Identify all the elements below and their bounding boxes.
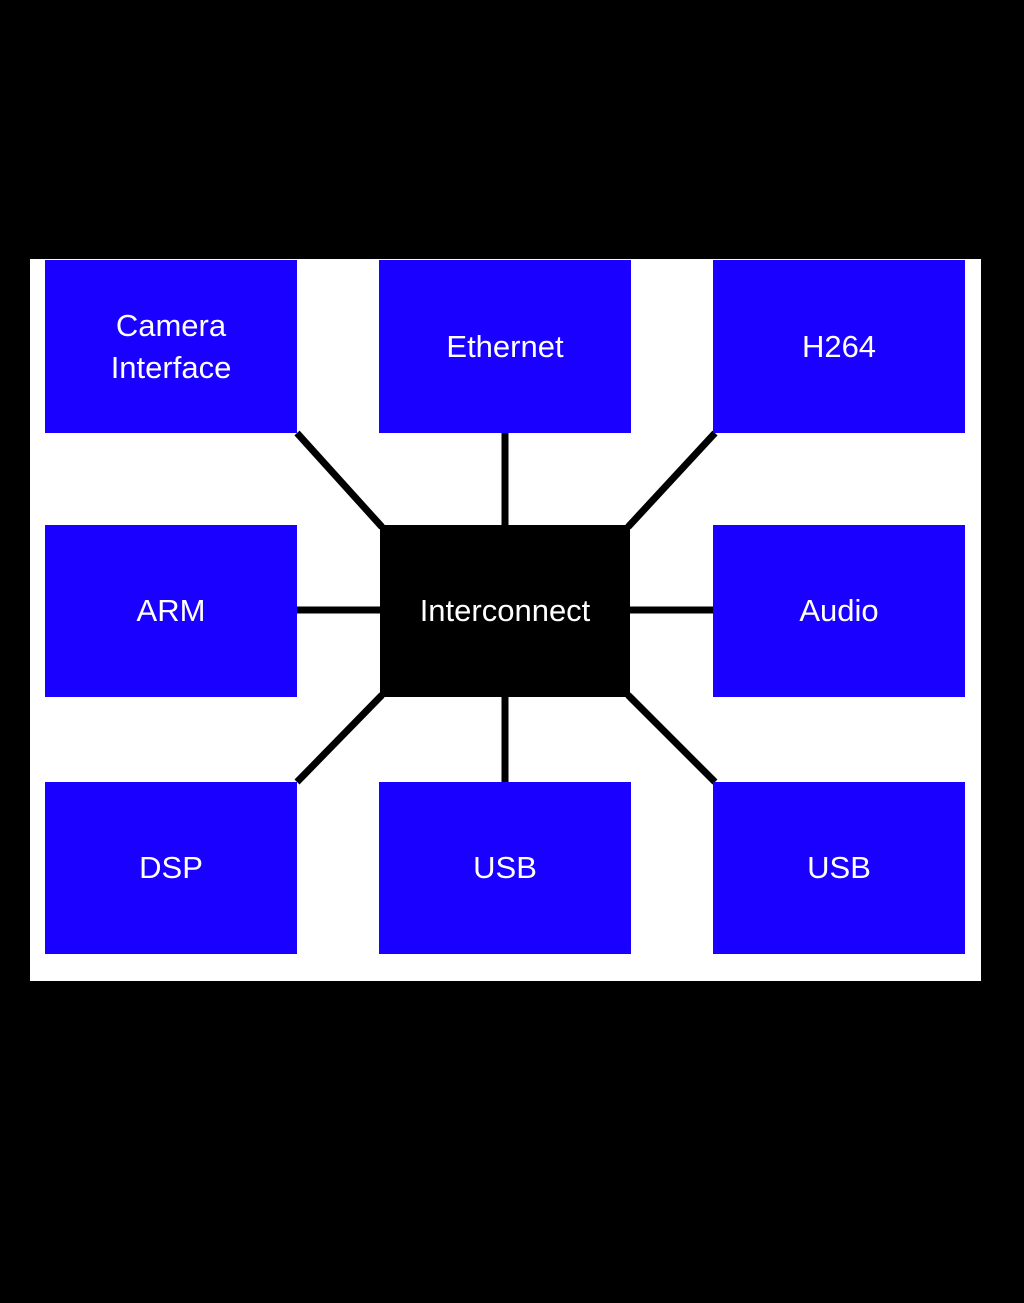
camera-interface-label: Camera Interface: [110, 307, 232, 385]
dsp-label: DSP: [139, 850, 203, 885]
interconnect-block: Interconnect: [380, 525, 630, 697]
camera-interface-block: Camera Interface: [45, 260, 297, 433]
audio-label: Audio: [799, 593, 879, 628]
usb-center-label: USB: [473, 850, 537, 885]
dsp-block: DSP: [45, 782, 297, 954]
interconnect-label: Interconnect: [419, 593, 591, 628]
connector-usb-right-interconnect: [625, 692, 718, 785]
ethernet-label: Ethernet: [446, 328, 564, 364]
usb-center-block: USB: [379, 782, 631, 954]
usb-right-label: USB: [807, 850, 871, 885]
arm-block: ARM: [45, 525, 297, 697]
h264-block: H264: [713, 260, 965, 433]
connector-h264-interconnect: [625, 430, 718, 530]
connector-camera-interconnect: [294, 430, 385, 530]
ethernet-block: Ethernet: [379, 260, 631, 433]
connector-dsp-interconnect: [294, 692, 385, 785]
audio-block: Audio: [713, 525, 965, 697]
arm-label: ARM: [136, 593, 206, 628]
h264-label: H264: [801, 328, 877, 364]
usb-right-block: USB: [713, 782, 965, 954]
